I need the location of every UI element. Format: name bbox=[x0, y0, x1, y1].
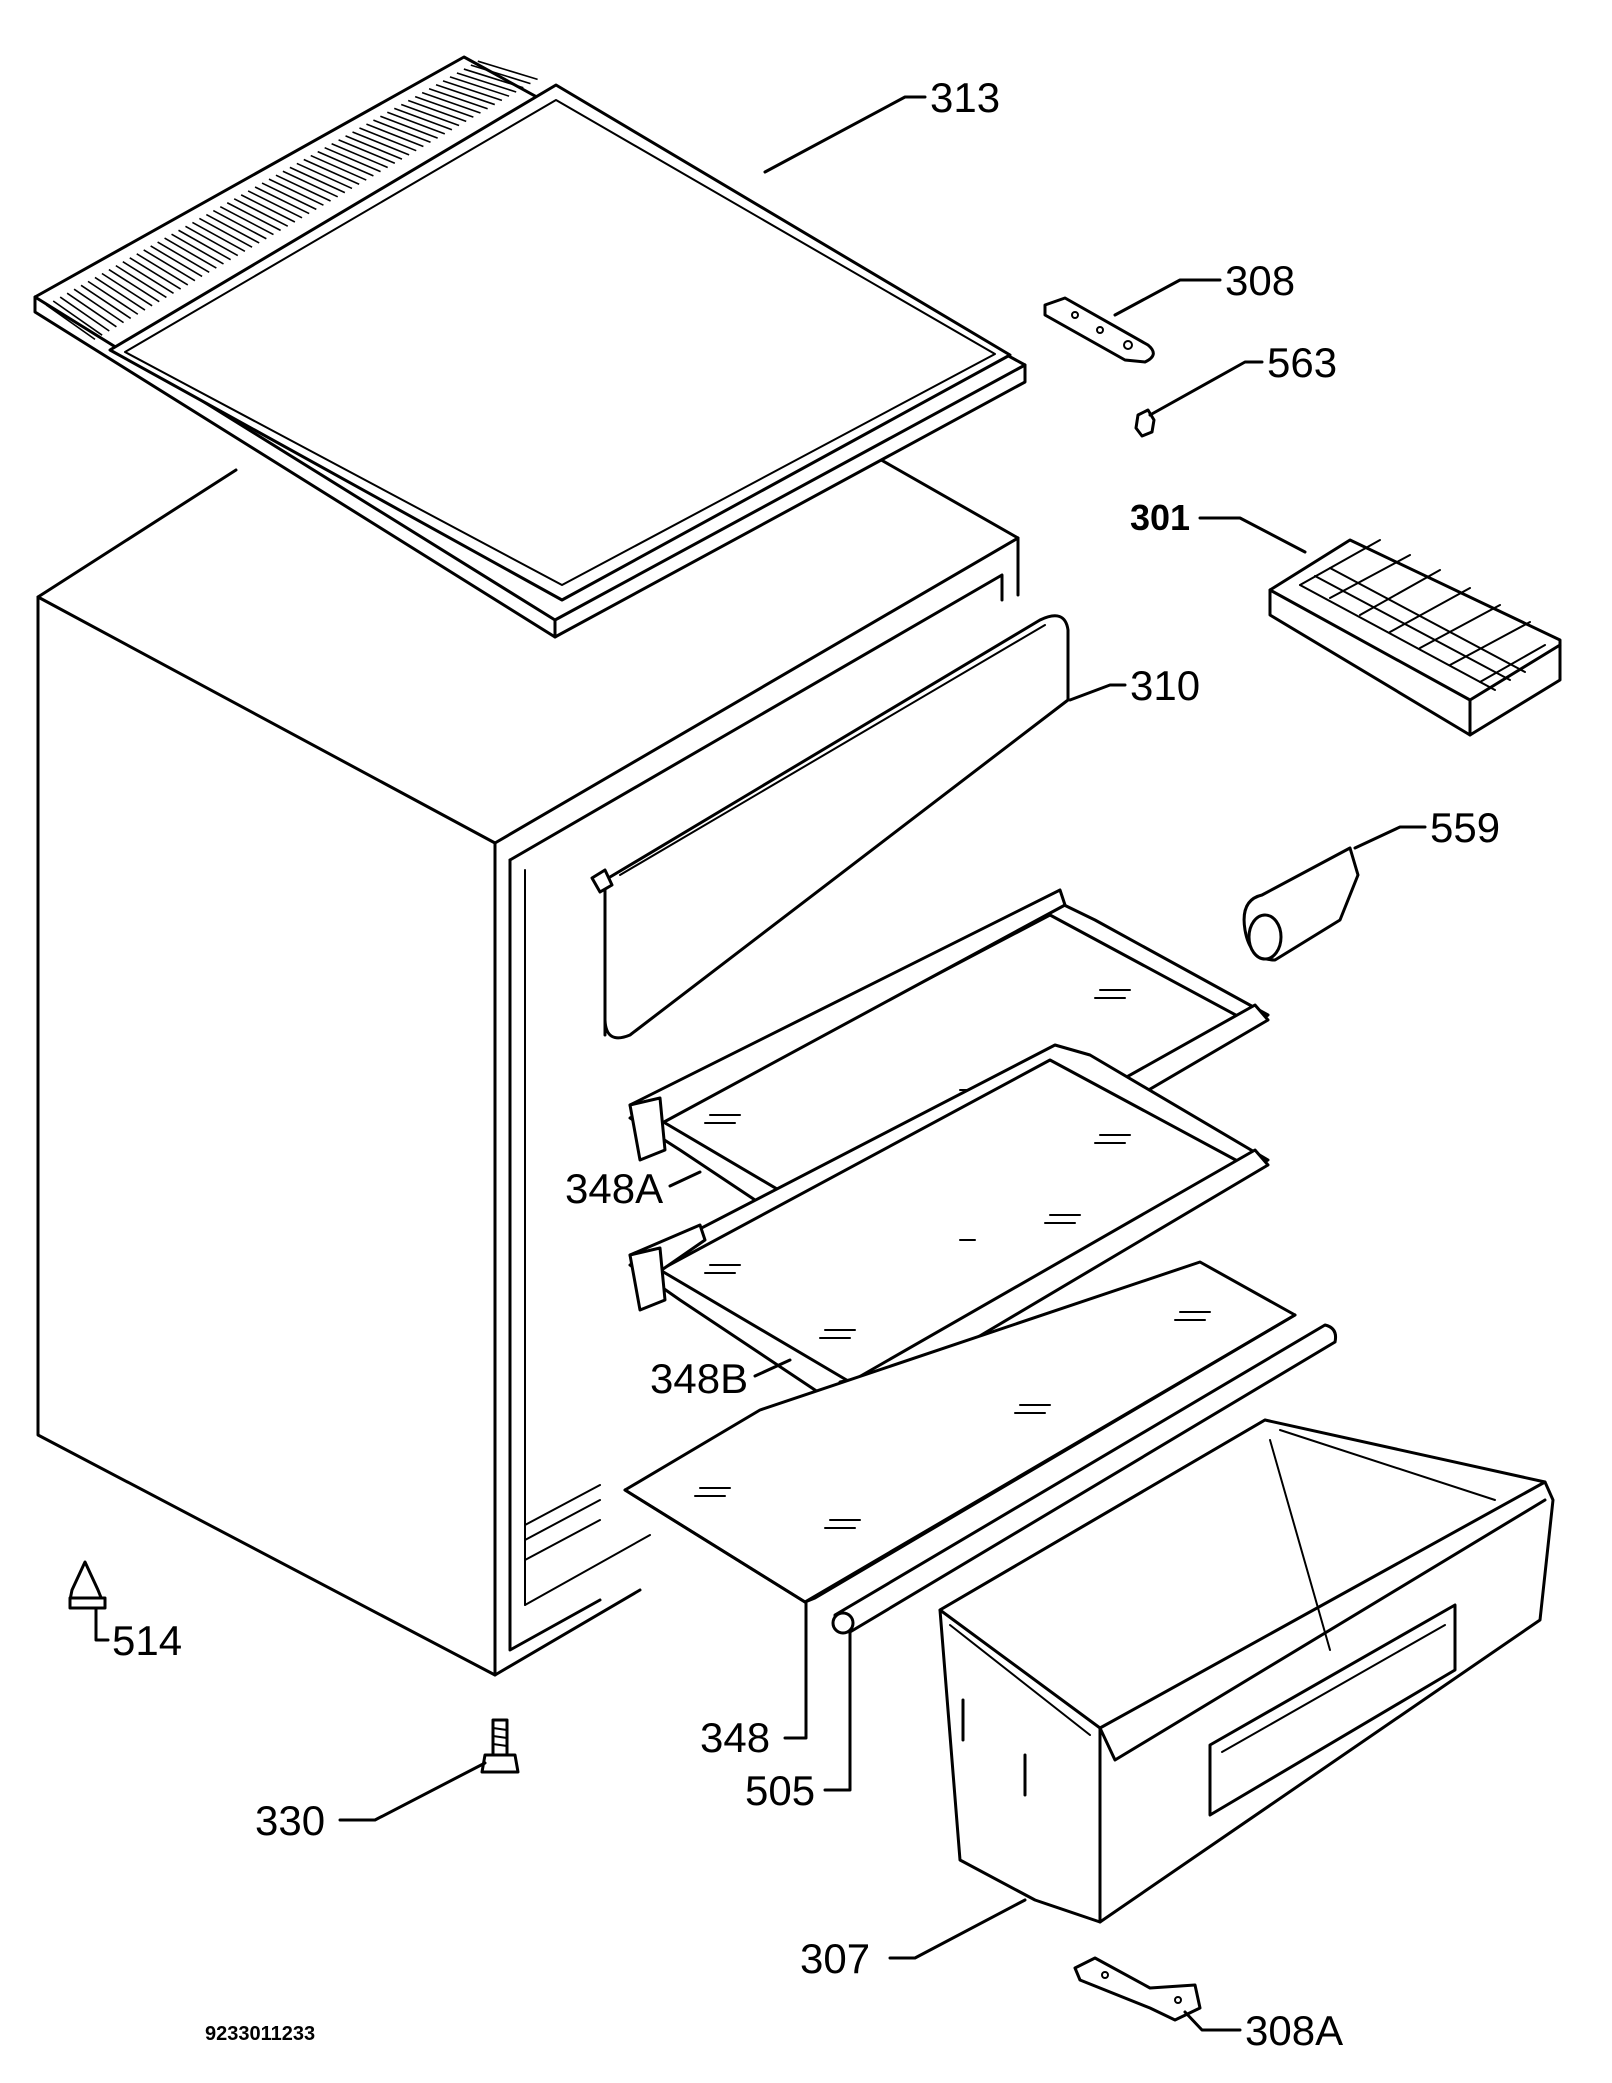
vent-slot bbox=[157, 241, 210, 273]
vent-slot bbox=[421, 91, 481, 114]
trim-strip-505 bbox=[831, 1323, 1337, 1635]
vent-slot bbox=[122, 261, 174, 294]
callout-308: 308 bbox=[1225, 257, 1295, 304]
vent-slot bbox=[73, 288, 125, 324]
vent-slot bbox=[268, 178, 324, 206]
vent-slot bbox=[171, 233, 224, 265]
top-plate bbox=[33, 55, 1027, 639]
vent-slot bbox=[310, 154, 367, 181]
vent-slot bbox=[449, 76, 510, 97]
callout-301: 301 bbox=[1130, 497, 1190, 538]
callout-307: 307 bbox=[800, 1935, 870, 1982]
foot-514 bbox=[68, 1560, 107, 1610]
vent-slot bbox=[150, 245, 203, 278]
vent-slot bbox=[80, 284, 132, 320]
vent-slot bbox=[198, 217, 253, 248]
callout-505: 505 bbox=[745, 1767, 815, 1814]
vent-slot bbox=[331, 143, 388, 169]
vent-slot bbox=[108, 268, 160, 303]
vent-slot bbox=[94, 276, 146, 311]
vent-slot bbox=[164, 237, 217, 269]
vent-slot bbox=[289, 166, 346, 194]
vent-slot bbox=[275, 174, 331, 202]
callout-348a: 348A bbox=[565, 1165, 663, 1212]
vent-slot bbox=[185, 225, 239, 257]
vent-slot bbox=[366, 123, 424, 148]
cabinet-body bbox=[36, 455, 1020, 1677]
vent-slot bbox=[45, 304, 96, 341]
vent-slot bbox=[59, 296, 110, 332]
callout-514: 514 bbox=[112, 1617, 182, 1664]
vent-slot bbox=[380, 115, 438, 139]
vent-slot bbox=[136, 253, 189, 286]
vent-slot bbox=[303, 158, 360, 185]
vent-slot bbox=[240, 194, 296, 223]
callout-563: 563 bbox=[1267, 339, 1337, 386]
vent-slot bbox=[359, 127, 417, 152]
callout-348b: 348B bbox=[650, 1355, 748, 1402]
vent-slot bbox=[338, 139, 396, 165]
vent-slot bbox=[400, 103, 460, 127]
vent-slot bbox=[428, 87, 488, 110]
hinge-308a bbox=[1073, 1956, 1202, 2022]
vent-slot bbox=[345, 135, 403, 160]
vent-slot bbox=[101, 272, 153, 307]
vent-slot bbox=[192, 221, 246, 253]
callout-559: 559 bbox=[1430, 804, 1500, 851]
top-plate-vent bbox=[45, 60, 538, 341]
vent-slot bbox=[477, 60, 538, 81]
vent-slot bbox=[52, 300, 103, 336]
vent-slot bbox=[282, 170, 339, 198]
vent-slot bbox=[296, 162, 353, 190]
callout-313: 313 bbox=[930, 74, 1000, 121]
screw-563 bbox=[1134, 408, 1156, 438]
vent-slot bbox=[226, 202, 281, 232]
vent-slot bbox=[435, 84, 496, 106]
lamp-cover-559 bbox=[1242, 846, 1360, 962]
vent-slot bbox=[66, 292, 117, 328]
vent-slot bbox=[247, 190, 303, 219]
leveling-foot-330 bbox=[480, 1718, 520, 1774]
vent-slot bbox=[393, 107, 453, 131]
vent-slot bbox=[387, 111, 446, 135]
vent-slot bbox=[129, 257, 182, 290]
vent-slot bbox=[407, 99, 467, 123]
callout-348: 348 bbox=[700, 1714, 770, 1761]
vent-slot bbox=[470, 64, 531, 85]
vent-slot bbox=[317, 150, 374, 177]
vent-slot bbox=[87, 280, 139, 315]
vent-slot bbox=[205, 213, 260, 244]
vent-slot bbox=[463, 68, 524, 89]
vent-slot bbox=[324, 146, 381, 173]
vent-slot bbox=[254, 186, 310, 215]
vent-slot bbox=[373, 119, 431, 144]
vent-slot bbox=[233, 198, 289, 227]
document-number: 9233011233 bbox=[205, 2023, 315, 2045]
callout-labels: 313 308 563 301 310 559 348A 348B 514 34… bbox=[112, 74, 1500, 2054]
door-rack-310 bbox=[590, 614, 1070, 1040]
vent-slot bbox=[352, 131, 410, 156]
ice-tray-301 bbox=[1268, 538, 1562, 737]
callout-310: 310 bbox=[1130, 662, 1200, 709]
crisper-drawer-307 bbox=[938, 1418, 1555, 1924]
vent-slot bbox=[212, 209, 267, 240]
leader-lines bbox=[94, 95, 1427, 2032]
vent-slot bbox=[115, 264, 167, 299]
vent-slot bbox=[442, 80, 503, 102]
vent-slot bbox=[414, 95, 474, 118]
vent-slot bbox=[219, 205, 274, 236]
vent-slot bbox=[143, 249, 196, 282]
vent-slot bbox=[456, 72, 517, 93]
callout-308a: 308A bbox=[1245, 2007, 1343, 2054]
vent-slot bbox=[178, 229, 232, 261]
callout-330: 330 bbox=[255, 1797, 325, 1844]
vent-slot bbox=[261, 182, 317, 211]
bracket-308 bbox=[1043, 296, 1155, 364]
